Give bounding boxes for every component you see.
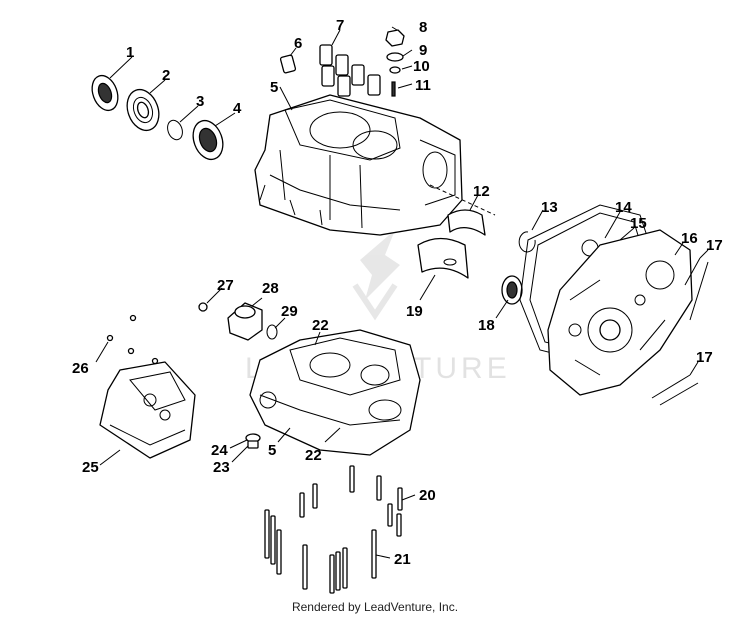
dowel-pin-part[interactable] [279,54,297,74]
plug-part[interactable] [389,66,401,74]
side-cover-part[interactable] [547,229,693,396]
callout-20[interactable]: 20 [419,487,436,504]
callout-27[interactable]: 27 [217,277,234,294]
callout-22-bottom[interactable]: 22 [305,447,322,464]
callout-9[interactable]: 9 [419,42,427,59]
skid-plate-bolts-part[interactable] [106,314,159,365]
callout-1[interactable]: 1 [126,44,134,61]
stud-set-lower-part[interactable] [264,509,377,594]
o-ring-part[interactable] [165,118,185,142]
seal-part[interactable] [188,116,228,163]
tappet-set-part[interactable] [319,44,381,97]
callout-8[interactable]: 8 [419,19,427,36]
washer-part[interactable] [386,52,404,62]
callout-17-bottom[interactable]: 17 [696,349,713,366]
callout-7[interactable]: 7 [336,17,344,34]
pin-part[interactable] [391,81,396,97]
breather-bolt-part[interactable] [198,302,208,312]
callouts: 1 2 3 4 5 6 7 8 9 10 11 12 13 14 15 16 1… [72,17,723,568]
callout-12[interactable]: 12 [473,183,490,200]
upper-crankcase-part[interactable] [254,94,463,236]
callout-4[interactable]: 4 [233,100,242,117]
callout-11[interactable]: 11 [415,77,431,94]
callout-10[interactable]: 10 [413,58,430,75]
callout-19[interactable]: 19 [406,303,423,320]
callout-21[interactable]: 21 [394,551,411,568]
callout-2[interactable]: 2 [162,67,170,84]
callout-5-upper[interactable]: 5 [270,79,278,96]
callout-16[interactable]: 16 [681,230,698,247]
snap-ring-part[interactable] [518,231,536,253]
callout-5-lower[interactable]: 5 [268,442,276,459]
callout-26[interactable]: 26 [72,360,89,377]
breather-o-ring-part[interactable] [266,324,278,340]
bushing-upper-part[interactable] [447,209,486,236]
drain-plug-part[interactable] [247,440,259,449]
callout-29[interactable]: 29 [281,303,298,320]
crank-seal-part[interactable] [501,275,523,305]
leader-lines [95,26,709,559]
bearing-part[interactable] [122,85,165,135]
callout-24[interactable]: 24 [211,442,228,459]
callout-23[interactable]: 23 [213,459,230,476]
lower-crankcase-part[interactable] [249,329,421,456]
callout-6[interactable]: 6 [294,35,302,52]
stud-set-upper-part[interactable] [299,465,403,537]
bushing-lower-part[interactable] [417,237,469,279]
breather-housing-part[interactable] [227,302,263,341]
callout-25[interactable]: 25 [82,459,99,476]
callout-3[interactable]: 3 [196,93,204,110]
callout-15[interactable]: 15 [630,215,647,232]
drain-bolt-part[interactable] [385,29,405,47]
cover-bolt-part[interactable] [651,257,709,406]
callout-14[interactable]: 14 [615,199,632,216]
callout-18[interactable]: 18 [478,317,495,334]
footer-credit: Rendered by LeadVenture, Inc. [291,600,459,614]
callout-22-top[interactable]: 22 [312,317,329,334]
oil-seal-part[interactable] [88,72,123,114]
callout-28[interactable]: 28 [262,280,279,297]
callout-17-top[interactable]: 17 [706,237,723,254]
callout-13[interactable]: 13 [541,199,558,216]
skid-plate-part[interactable] [99,361,196,459]
